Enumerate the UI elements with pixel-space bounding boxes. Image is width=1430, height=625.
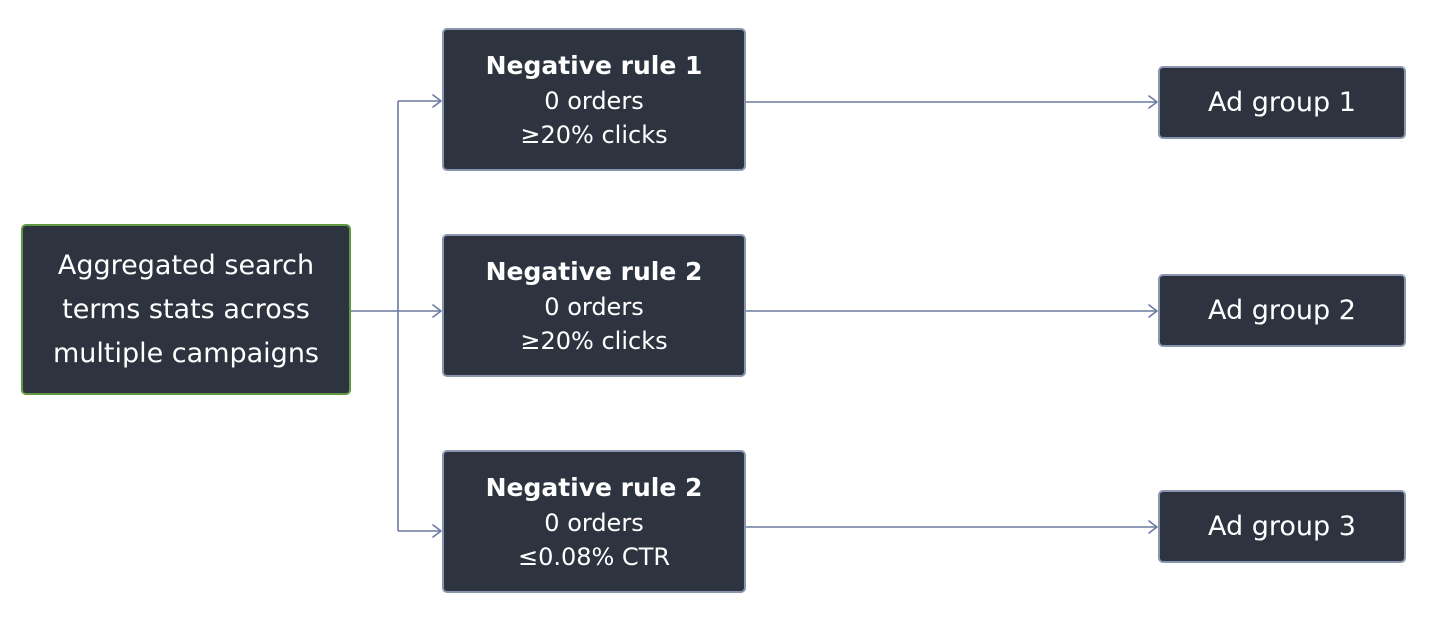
rule-title: Negative rule 2 bbox=[485, 472, 703, 502]
rule-condition-orders: 0 orders bbox=[544, 292, 644, 321]
rule-title: Negative rule 1 bbox=[485, 50, 703, 80]
arrowhead-rule-3 bbox=[432, 524, 442, 538]
rule-node-1: Negative rule 1 0 orders ≥20% clicks bbox=[442, 28, 746, 171]
ad-group-label: Ad group 1 bbox=[1208, 87, 1356, 118]
ad-group-node-2: Ad group 2 bbox=[1158, 274, 1406, 347]
rule-condition-threshold: ≥20% clicks bbox=[520, 120, 668, 149]
source-node: Aggregated search terms stats across mul… bbox=[21, 224, 351, 395]
ad-group-node-3: Ad group 3 bbox=[1158, 490, 1406, 563]
source-line-3: multiple campaigns bbox=[52, 337, 320, 369]
arrowhead-rule-1 bbox=[432, 94, 442, 108]
rule-node-2: Negative rule 2 0 orders ≥20% clicks bbox=[442, 234, 746, 377]
arrowhead-rule-2 bbox=[432, 304, 442, 318]
rule-condition-orders: 0 orders bbox=[544, 86, 644, 115]
source-line-2: terms stats across bbox=[62, 293, 310, 325]
rule-node-3: Negative rule 2 0 orders ≤0.08% CTR bbox=[442, 450, 746, 593]
rule-title: Negative rule 2 bbox=[485, 256, 703, 286]
source-line-1: Aggregated search bbox=[57, 249, 315, 281]
arrowhead-group-2 bbox=[1148, 304, 1158, 318]
rule-condition-threshold: ≥20% clicks bbox=[520, 326, 668, 355]
rule-condition-threshold: ≤0.08% CTR bbox=[517, 542, 671, 571]
ad-group-label: Ad group 3 bbox=[1208, 511, 1356, 542]
rule-condition-orders: 0 orders bbox=[544, 508, 644, 537]
ad-group-label: Ad group 2 bbox=[1208, 295, 1356, 326]
ad-group-node-1: Ad group 1 bbox=[1158, 66, 1406, 139]
arrowhead-group-1 bbox=[1148, 95, 1158, 109]
arrowhead-group-3 bbox=[1148, 520, 1158, 534]
